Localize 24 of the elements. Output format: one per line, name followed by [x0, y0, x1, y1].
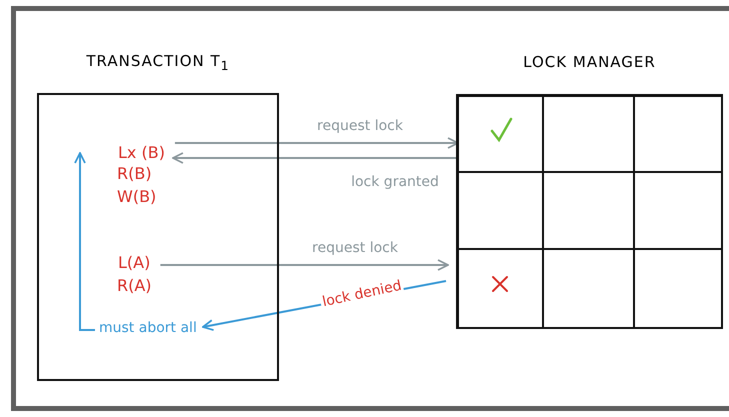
edge-label: request lock [310, 240, 400, 256]
arrow [174, 137, 459, 149]
operation-text: W(B) [117, 187, 156, 206]
heading: LOCK MANAGER [522, 53, 657, 71]
edge-label: request lock [315, 118, 405, 134]
grid-cell [543, 172, 634, 249]
grid-cell [634, 172, 723, 249]
arrow [160, 259, 449, 271]
grid-cell [458, 96, 543, 172]
operation-text: R(A) [117, 276, 152, 295]
arrow [74, 152, 95, 331]
grid-cell [543, 96, 634, 172]
operation-text: Lx (B) [118, 143, 165, 162]
grid-cell [458, 249, 543, 329]
grid-cell [634, 96, 723, 172]
grid-cell [543, 249, 634, 329]
edge-label: lock granted [349, 174, 441, 190]
grid-cell [458, 172, 543, 249]
grid-cell [634, 249, 723, 329]
note-text: must abort all [99, 320, 197, 336]
operation-text: L(A) [118, 253, 150, 272]
heading: TRANSACTION T$_{1}$ [85, 52, 231, 73]
arrow [172, 152, 458, 164]
operation-text: R(B) [117, 164, 152, 183]
